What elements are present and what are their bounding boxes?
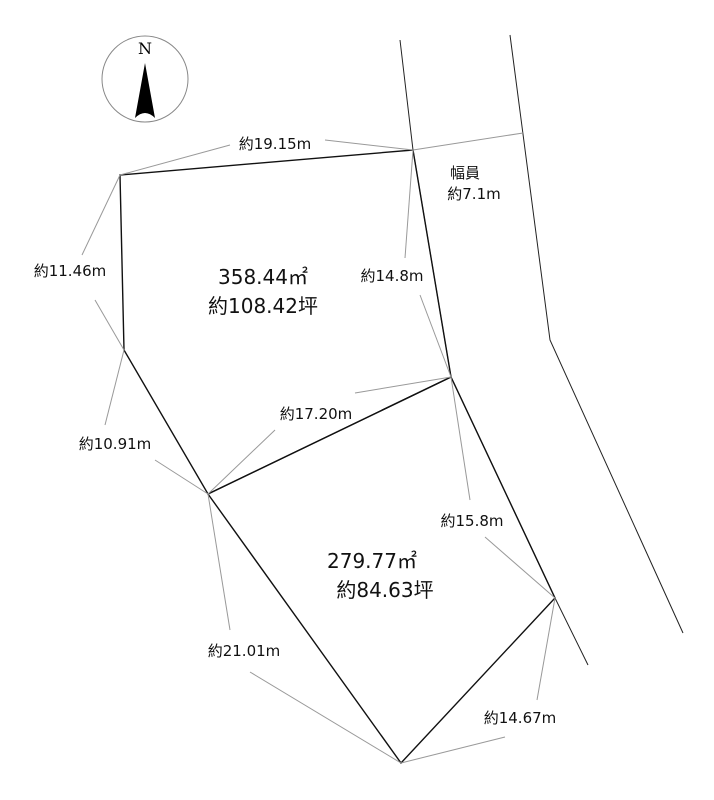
dimension-right-upper: 約14.8m: [360, 267, 423, 285]
dimension-left-middle: 約10.91m: [79, 435, 152, 453]
north-arrow-icon: N: [101, 35, 189, 123]
road-width-label: 幅員: [450, 164, 480, 182]
dimension-shared: 約17.20m: [280, 405, 353, 423]
parcel-1-area-sqm: 358.44㎡: [218, 265, 308, 289]
road-edge-west: [399, 39, 589, 666]
dimension-left-upper: 約11.46m: [34, 262, 107, 280]
dimension-top: 約19.15m: [239, 135, 312, 153]
dimension-bottom-right: 約14.67m: [484, 709, 557, 727]
dimension-right-lower: 約15.8m: [440, 512, 503, 530]
dimension-left-lower: 約21.01m: [208, 642, 281, 660]
dimension-leaders: [81, 132, 556, 764]
compass-label: N: [138, 39, 152, 58]
parcel-2-area-tsubo: 約84.63坪: [336, 578, 433, 602]
parcel-1-boundary: [119, 149, 452, 495]
road-width-value: 約7.1m: [447, 185, 500, 203]
road-edge-east: [509, 34, 684, 634]
parcel-1-area-tsubo: 約108.42坪: [208, 294, 318, 318]
parcel-2-area-sqm: 279.77㎡: [327, 549, 417, 573]
